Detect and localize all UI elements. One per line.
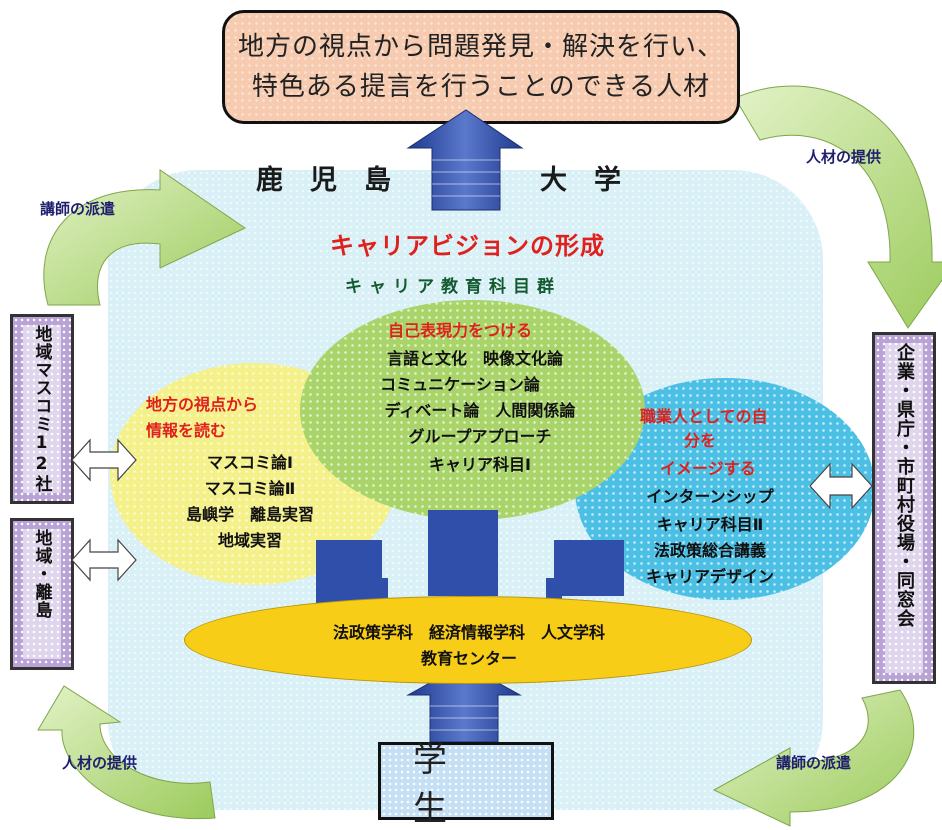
right-circle-heading-3: イメージする (660, 459, 756, 478)
left-box-region: 地域・離島 (10, 518, 74, 670)
connector-left (316, 540, 382, 604)
connector-center (428, 510, 498, 596)
right-box-partners: 企業・県庁・市町村役場・同窓会 (872, 332, 936, 684)
left-circle-item: 地域実習 (217, 531, 282, 550)
center-circle-heading: 自己表現力をつける (388, 321, 533, 340)
left-circle-heading-2: 情報を読む (146, 421, 227, 440)
curved-arrow-bottom-right (712, 689, 915, 827)
double-arrow-partners (809, 462, 873, 510)
faculties-ellipse (184, 596, 752, 684)
university-name-right: 大 学 (540, 165, 621, 196)
center-circle-item: 言語と文化 映像文化論 (386, 349, 563, 368)
student-label: 学 生 (413, 740, 557, 829)
right-circle-heading-1: 職業人としての自 (640, 407, 768, 426)
left-circle-item: マスコミ論Ⅰ (207, 453, 293, 472)
right-circle-item: キャリア科目Ⅱ (656, 515, 764, 534)
left-circle-item: 島嶼学 離島実習 (185, 505, 314, 524)
right-circle-item: インターンシップ (646, 487, 774, 506)
university-name-left: 鹿 児 島 (256, 165, 391, 196)
goal-line-1: 地方の視点から問題発見・解決を行い、 (237, 32, 724, 62)
curved-arrow-bottom-left (37, 685, 216, 820)
right-box-label: 企業・県庁・市町村役場・同窓会 (894, 343, 915, 628)
center-circle-item: コミュニケーション論 (380, 375, 540, 394)
left-box-media-label: 地域マスコミ12社 (31, 325, 52, 493)
career-vision-title: キャリアビジョンの形成 (330, 232, 605, 260)
left-circle-heading-1: 地方の視点から (146, 395, 259, 414)
student-box: 学 生 (378, 740, 554, 829)
left-circle-item: マスコミ論Ⅱ (204, 479, 296, 498)
double-arrow-region (71, 538, 137, 582)
goal-box: 地方の視点から問題発見・解決を行い、 特色ある提言を行うことのできる人材 (222, 10, 740, 124)
left-box-region-label: 地域・離島 (31, 529, 52, 619)
connector-right (554, 540, 624, 596)
flow-label-top-left: 講師の派遣 (40, 200, 116, 218)
center-circle-item: ディベート論 人間関係論 (384, 401, 576, 420)
double-arrow-media (71, 438, 137, 482)
flow-label-bottom-right: 講師の派遣 (776, 754, 852, 772)
center-circle-item: キャリア科目Ⅰ (429, 455, 531, 474)
right-circle-item: キャリアデザイン (645, 567, 774, 586)
goal-line-2: 特色ある提言を行うことのできる人材 (251, 72, 711, 102)
flow-label-top-right: 人材の提供 (806, 148, 882, 166)
faculties-line-1: 法政策学科 経済情報学科 人文学科 (332, 623, 605, 642)
career-subjects-title: キャリア教育科目群 (345, 277, 561, 297)
curved-arrow-top-right (734, 85, 942, 329)
curved-arrow-top-left (43, 169, 247, 306)
faculties-line-2: 教育センター (420, 649, 517, 668)
flow-label-bottom-left: 人材の提供 (62, 754, 138, 772)
circle-self-expression (300, 300, 645, 520)
right-circle-item: 法政策総合講義 (653, 541, 766, 560)
left-box-media: 地域マスコミ12社 (10, 314, 74, 504)
right-circle-heading-2: 分を (684, 431, 717, 450)
center-circle-item: グループアプローチ (408, 427, 552, 446)
